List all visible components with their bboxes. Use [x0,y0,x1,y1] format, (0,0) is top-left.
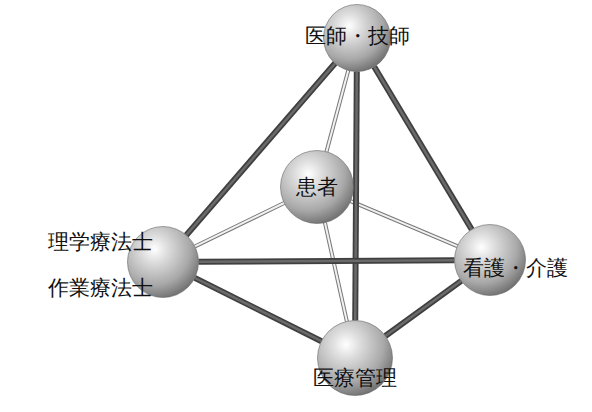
edge-line [325,223,347,322]
edge-line [326,70,348,151]
sphere-node: 患者 [280,150,354,224]
edge-casing [351,201,458,246]
edge-group [186,63,472,341]
edge-casing [374,67,472,230]
node-label: 医師・技師 [305,24,410,48]
node-label: 理学療法士 [48,230,153,254]
edge-casing [325,223,347,322]
edge-wrap [374,67,472,230]
edge-line [195,278,322,341]
edge-wrap [355,71,357,320]
node-label: 作業療法士 [48,276,153,300]
edge-line [198,260,454,262]
sphere-node: 看護・介護 [454,224,570,296]
edge-line [385,281,461,336]
edge-wrap [198,260,454,262]
edge-wrap [385,281,461,336]
edge-wrap [351,201,458,246]
node-label: 看護・介護 [463,256,568,280]
edge-line [351,201,458,246]
sphere-ball [281,151,354,224]
node-label: 医療管理 [313,366,397,390]
edge-casing [198,260,454,262]
edge-wrap [325,223,347,322]
sphere-node: 医師・技師 [303,4,412,72]
sphere-node: 理学療法士作業療法士 [46,226,199,302]
edge-wrap [195,278,322,341]
edge-line [374,67,472,230]
edge-wrap [326,70,348,151]
edge-casing [326,70,348,151]
edge-casing [195,278,322,341]
edge-casing [355,71,357,320]
node-label: 患者 [296,175,338,199]
edge-line [355,71,357,320]
sphere-node: 医療管理 [311,320,399,396]
edge-casing [385,281,461,336]
